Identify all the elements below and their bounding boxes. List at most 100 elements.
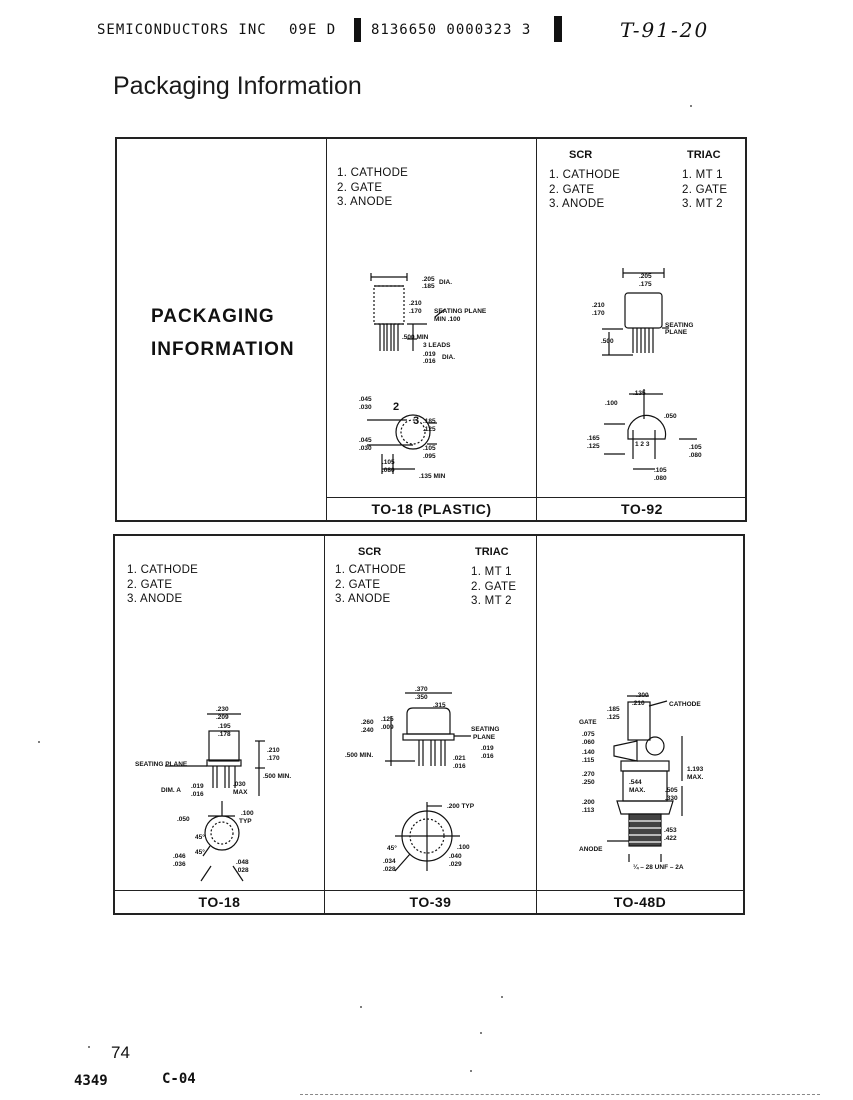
dim-label: .028 [383, 866, 396, 873]
dim-label: .050 [177, 816, 190, 823]
dim-label: SEATING [471, 726, 499, 733]
dim-label: .113 [582, 807, 595, 814]
dim-label: .016 [423, 358, 436, 365]
dim-label: .030 [359, 404, 372, 411]
pin-item: 1. CATHODE [337, 167, 409, 179]
packaging-label-1: PACKAGING [151, 306, 275, 327]
dim-label: .209 [216, 714, 229, 721]
dim-label: .210 [409, 300, 422, 307]
dim-label: .034 [383, 858, 396, 865]
dim-label: .016 [481, 753, 494, 760]
dim-label: .170 [267, 755, 280, 762]
to39-drawing: .370 .350 .315 .260 .240 .125 .009 SEATI… [345, 686, 499, 873]
dim-label: .260 [361, 719, 374, 726]
header-bar-right [554, 16, 562, 42]
dim-label: .185 [422, 283, 435, 290]
header-code1: 09E D [289, 22, 337, 38]
to39-scr-pins: 1. CATHODE 2. GATE 3. ANODE [335, 563, 406, 607]
scan-speck [88, 1046, 90, 1048]
dim-label: 45° [195, 833, 205, 841]
to18-plastic-caption: TO-18 (PLASTIC) [327, 497, 536, 520]
dim-label: PLANE [473, 734, 496, 741]
scan-speck [480, 1032, 482, 1034]
to92-triac-pins: 1. MT 1 2. GATE 3. MT 2 [682, 168, 727, 212]
dim-label: 45° [195, 848, 205, 856]
pin-item: 3. ANODE [549, 198, 605, 210]
dim-label: .200 TYP [447, 803, 475, 810]
dim-label: .105 [423, 445, 436, 452]
dim-label: .030 [359, 445, 372, 452]
dim-label: .422 [664, 835, 677, 842]
handwritten-code: T-91-20 [620, 18, 710, 42]
dim-label: MAX. [629, 787, 645, 794]
dim-label: .095 [423, 453, 436, 460]
packaging-label-cell: PACKAGING INFORMATION [117, 139, 327, 520]
dim-label: .080 [654, 475, 667, 482]
dim-label: .200 [582, 799, 595, 806]
dim-label: .170 [592, 310, 605, 317]
dim-label: .500 MIN. [263, 773, 291, 780]
dim-label: ¼ – 28 UNF – 2A [633, 863, 684, 871]
dim-label: .205 [422, 276, 435, 283]
dim-label: .100 [457, 844, 470, 851]
dim-label: .205 [639, 273, 652, 280]
to18-panel: 1. CATHODE 2. GATE 3. ANODE [115, 536, 325, 913]
pin-item: 3. ANODE [335, 593, 391, 605]
to92-drawing: .205 .175 .210 .170 SEATING PLANE .500 .… [587, 268, 702, 482]
dim-label: .185 [607, 706, 620, 713]
page-title: Packaging Information [113, 72, 362, 100]
pin-item: 2. GATE [471, 580, 517, 593]
dim-label: .030 [233, 781, 246, 788]
pin-label: 2 [393, 401, 399, 413]
pin-item: 2. GATE [682, 183, 728, 196]
footer-code-right: C-04 [162, 1071, 196, 1087]
packaging-label-2: INFORMATION [151, 339, 295, 360]
dim-label: .060 [582, 739, 595, 746]
dim-label: .240 [361, 727, 374, 734]
dim-label: .045 [359, 396, 372, 403]
dim-label: .165 [587, 435, 600, 442]
to92-scr-header: SCR [569, 149, 593, 161]
dim-label: MAX. [687, 774, 703, 781]
dim-label: .544 [629, 779, 642, 786]
scan-edge-line [300, 1094, 820, 1096]
dim-label: GATE [579, 719, 597, 726]
dim-label: 45° [387, 844, 397, 852]
to18-pin-list: 1. CATHODE 2. GATE 3. ANODE [127, 563, 198, 607]
dim-label: .178 [218, 731, 231, 738]
dim-label: .210 [632, 700, 645, 707]
dim-label: TYP [239, 818, 252, 825]
footer-code-left: 4349 [74, 1073, 108, 1089]
to92-panel: SCR TRIAC 1. CATHODE 2. GATE 3. ANODE 1.… [537, 139, 747, 520]
dim-label: .046 [173, 853, 186, 860]
to18-plastic-drawing: .205 .185 DIA. .210 .170 SEATING PLANE M… [359, 273, 487, 480]
dim-label: .210 [267, 747, 280, 754]
dim-label: .500 MIN [402, 334, 429, 341]
dim-label: .019 [423, 351, 436, 358]
dim-label: SEATING PLANE [135, 761, 188, 768]
dim-label: .105 [654, 467, 667, 474]
dim-label: DIM. A [161, 787, 181, 794]
dim-label: .125 [381, 716, 394, 723]
bottom-grid: 1. CATHODE 2. GATE 3. ANODE [113, 534, 745, 915]
to92-scr-pins: 1. CATHODE 2. GATE 3. ANODE [549, 168, 620, 212]
to48d-caption: TO-48D [537, 890, 743, 913]
header-code2: 8136650 0000323 3 [371, 22, 532, 38]
to39-panel: SCR TRIAC 1. CATHODE 2. GATE 3. ANODE 1.… [325, 536, 537, 913]
dim-label: .009 [381, 724, 394, 731]
dim-label: ANODE [579, 846, 603, 853]
pin-item: 2. GATE [127, 578, 173, 591]
dim-label: .021 [453, 755, 466, 762]
pin-item: 3. ANODE [337, 196, 393, 208]
dim-label: .019 [191, 783, 204, 790]
dim-label: .125 [607, 714, 620, 721]
dim-label: DIA. [439, 279, 452, 286]
dim-label: .140 [582, 749, 595, 756]
pin-item: 1. CATHODE [549, 169, 621, 181]
dim-label: .500 [601, 338, 614, 345]
dim-label: .195 [218, 723, 231, 730]
to92-triac-header: TRIAC [687, 149, 721, 161]
to18p-pin-list: 1. CATHODE 2. GATE 3. ANODE [337, 166, 408, 210]
dim-label: DIA. [442, 354, 455, 361]
pin-item: 3. MT 2 [471, 595, 512, 607]
